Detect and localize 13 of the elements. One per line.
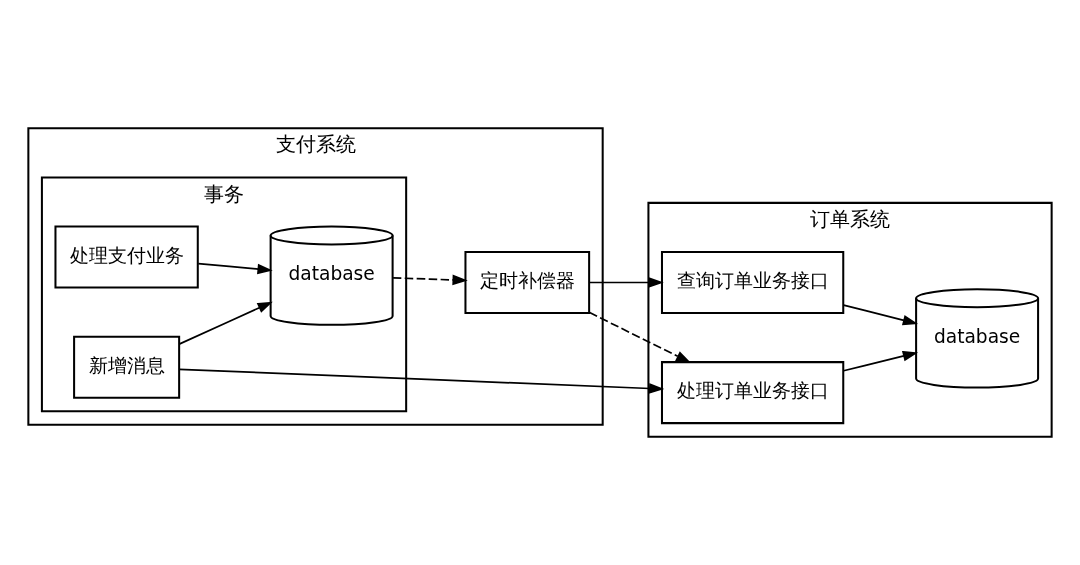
node-box: 处理支付业务 [54, 225, 199, 289]
node-box: 新增消息 [73, 335, 181, 399]
arrow [178, 301, 273, 345]
arrow [178, 368, 665, 394]
arrow [588, 311, 692, 363]
node-box: 定时补偿器 [464, 251, 591, 314]
arrow [197, 262, 273, 275]
arrow [842, 304, 919, 326]
arrow [842, 350, 919, 372]
arrow [392, 274, 468, 286]
arrow [588, 277, 664, 288]
node-box: 处理订单业务接口 [660, 361, 845, 425]
node-box: 查询订单业务接口 [660, 251, 845, 314]
